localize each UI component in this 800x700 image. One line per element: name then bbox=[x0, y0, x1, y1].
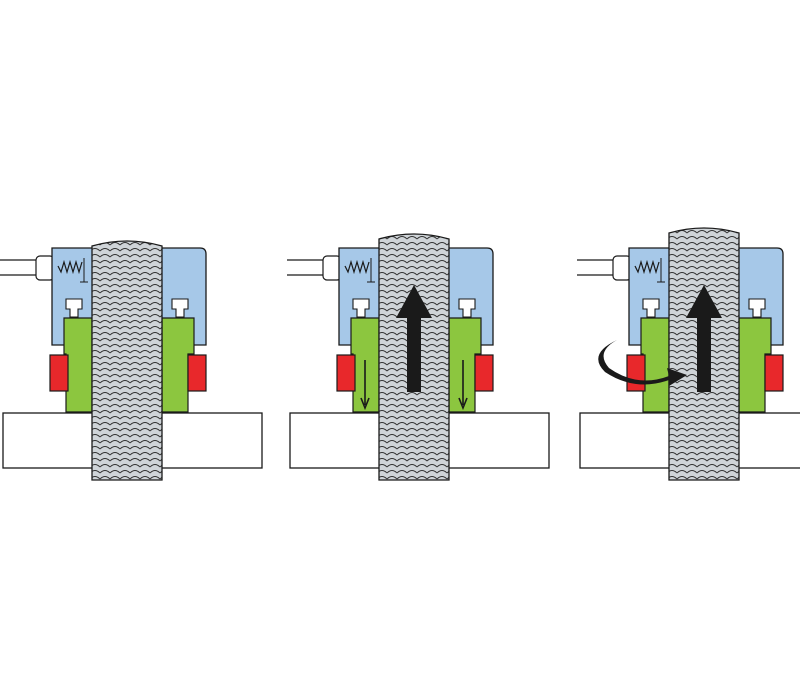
panel-initial bbox=[0, 240, 263, 481]
down-arrow-icon bbox=[360, 360, 370, 411]
spring-icon bbox=[634, 258, 665, 283]
plate-right bbox=[444, 412, 550, 469]
plate-right bbox=[734, 412, 800, 469]
piston-chamber-0 bbox=[352, 298, 370, 318]
hydraulic-hose-icon bbox=[322, 255, 342, 281]
plate-right bbox=[157, 412, 263, 469]
up-arrow-icon bbox=[686, 285, 722, 392]
piston-chamber-0 bbox=[65, 298, 83, 318]
ring-left bbox=[49, 354, 69, 392]
ring-left bbox=[626, 354, 646, 392]
hydraulic-hose-icon bbox=[612, 255, 632, 281]
plate-left bbox=[579, 412, 673, 469]
ring-left bbox=[336, 354, 356, 392]
spring-icon bbox=[344, 258, 375, 283]
piston-chamber-1 bbox=[171, 298, 189, 318]
plate-left bbox=[289, 412, 383, 469]
threaded-bolt bbox=[91, 240, 163, 481]
piston-chamber-1 bbox=[458, 298, 476, 318]
down-arrow-icon bbox=[458, 360, 468, 411]
piston-chamber-1 bbox=[748, 298, 766, 318]
piston-chamber-0 bbox=[642, 298, 660, 318]
plate-left bbox=[2, 412, 96, 469]
ring-right bbox=[764, 354, 784, 392]
panel-ring-turned bbox=[577, 227, 800, 481]
ring-right bbox=[474, 354, 494, 392]
up-arrow-icon bbox=[396, 285, 432, 392]
panel-tensioning bbox=[287, 233, 550, 481]
hydraulic-hose-icon bbox=[35, 255, 55, 281]
ring-right bbox=[187, 354, 207, 392]
spring-icon bbox=[57, 258, 88, 283]
